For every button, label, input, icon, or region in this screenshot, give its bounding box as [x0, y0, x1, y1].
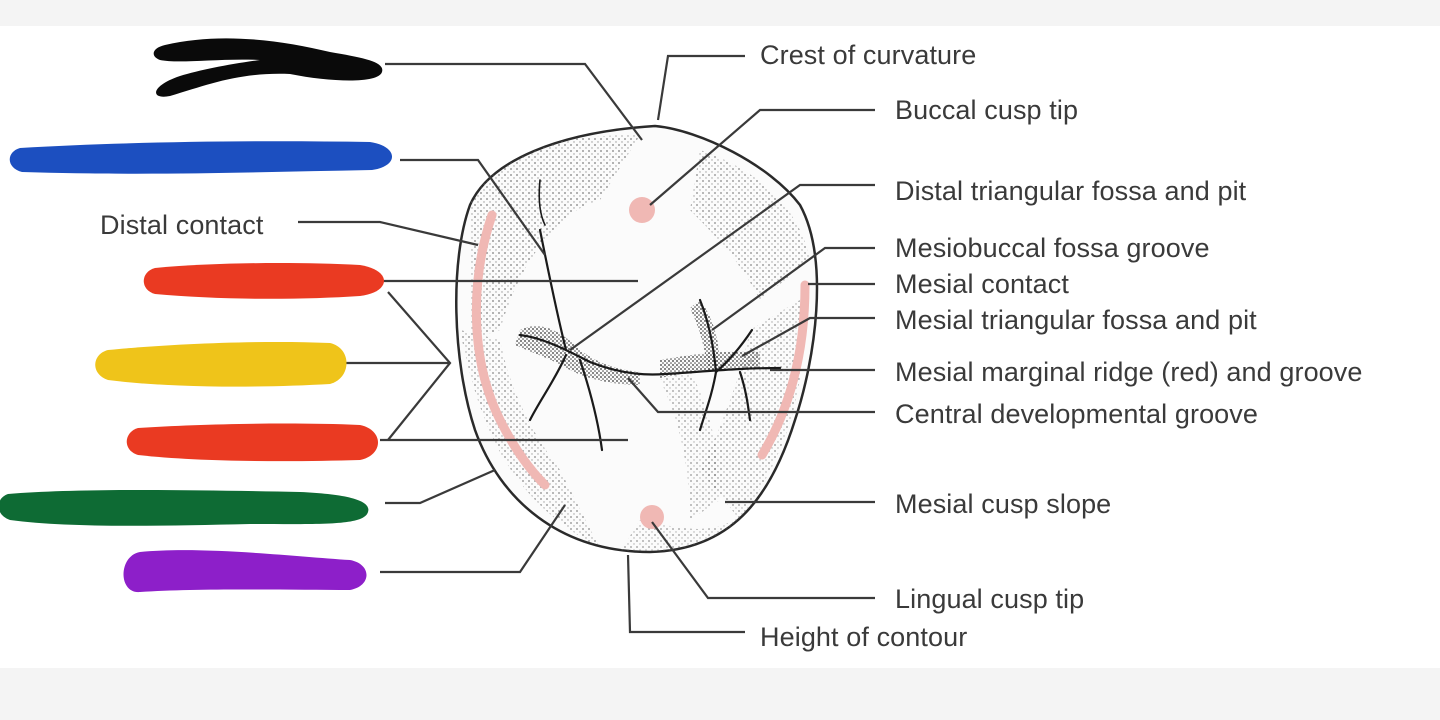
redaction-mark-yellow — [95, 341, 347, 387]
distal-marginal-ridge — [471, 210, 550, 490]
label-mesial-cusp-slope: Mesial cusp slope — [895, 489, 1112, 519]
redaction-mark-blue — [9, 141, 393, 174]
leader-lines — [298, 54, 875, 634]
redaction-mark-purple — [123, 550, 367, 593]
label-crest-of-curvature: Crest of curvature — [760, 40, 977, 70]
buccal-cusp-tip-marker — [629, 197, 655, 223]
tooth-crown — [455, 124, 819, 554]
label-mesial-marginal-ridge: Mesial marginal ridge (red) and groove — [895, 357, 1363, 387]
redaction-marks — [0, 38, 393, 593]
redaction-mark-red-2 — [126, 423, 379, 462]
label-mesiobuccal-fossa-groove: Mesiobuccal fossa groove — [895, 233, 1210, 263]
redaction-mark-green — [0, 490, 369, 526]
label-mesial-contact: Mesial contact — [895, 269, 1069, 299]
redaction-mark-red-1 — [143, 263, 384, 299]
lingual-cusp-tip-marker — [640, 505, 664, 529]
label-distal-triangular-fossa: Distal triangular fossa and pit — [895, 176, 1247, 206]
label-distal-contact: Distal contact — [100, 210, 264, 240]
label-buccal-cusp-tip: Buccal cusp tip — [895, 95, 1079, 125]
label-height-of-contour: Height of contour — [760, 622, 968, 652]
label-mesial-triangular-fossa: Mesial triangular fossa and pit — [895, 305, 1257, 335]
label-central-developmental-groove: Central developmental groove — [895, 399, 1259, 429]
label-lingual-cusp-tip: Lingual cusp tip — [895, 584, 1085, 614]
redaction-mark-black — [153, 38, 383, 97]
